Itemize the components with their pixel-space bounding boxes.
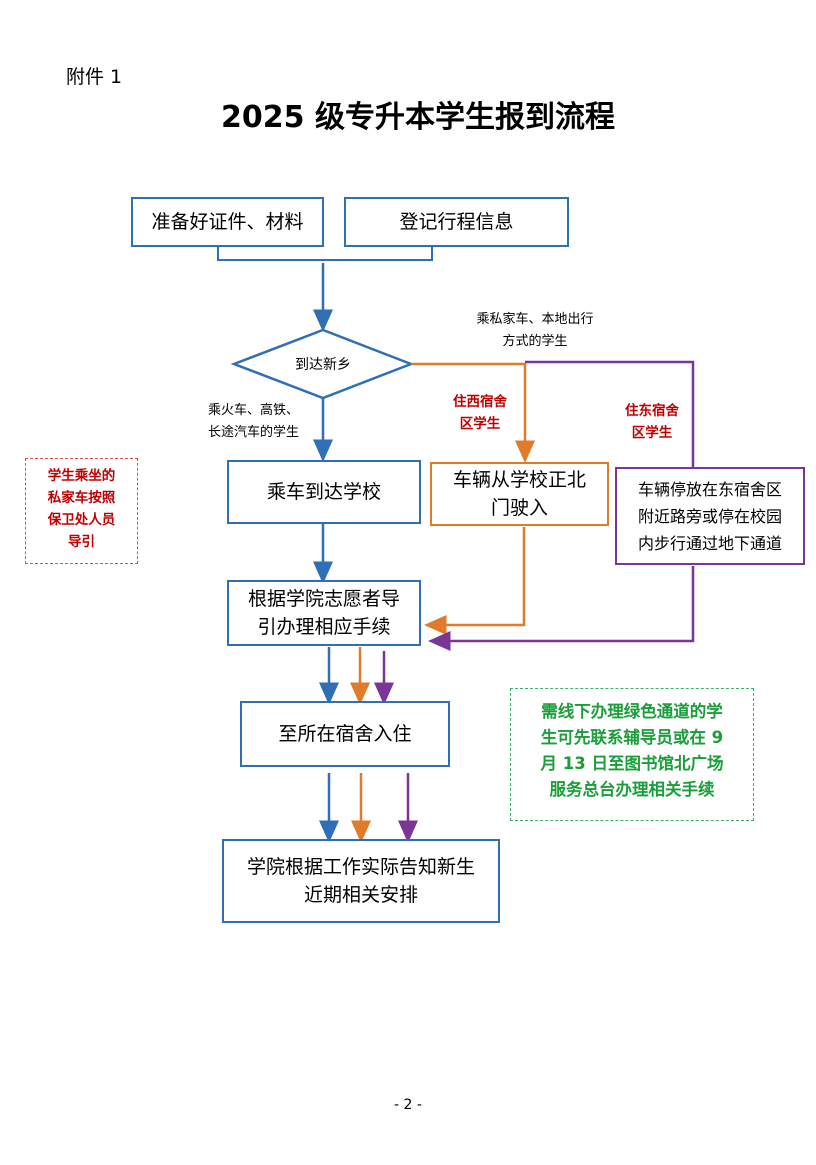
final-arrangement-box: 学院根据工作实际告知新生 近期相关安排 [222,839,500,923]
arrive-label: 到达新乡 [295,357,351,373]
register-itinerary-box: 登记行程信息 [344,197,569,247]
annex-label: 附件 1 [66,66,123,88]
page-number: - 2 - [394,1097,422,1113]
private-car-guide-note: 学生乘坐的 私家车按照 保卫处人员 导引 [25,458,138,564]
east-dorm-label: 住东宿舍 区学生 [625,403,679,441]
page-title: 2025 级专升本学生报到流程 [221,100,615,135]
dorm-checkin-box: 至所在宿舍入住 [240,701,450,767]
private-car-label: 乘私家车、本地出行 方式的学生 [476,312,594,349]
prepare-documents-box: 准备好证件、材料 [131,197,324,247]
west-dorm-label: 住西宿舍 区学生 [453,394,507,432]
train-label: 乘火车、高铁、 长途汽车的学生 [207,403,299,440]
green-channel-note: 需线下办理绿色通道的学 生可先联系辅导员或在 9 月 13 日至图书馆北广场 服… [510,688,754,821]
west-entry-box: 车辆从学校正北 门驶入 [430,462,609,526]
volunteer-guide-box: 根据学院志愿者导 引办理相应手续 [227,580,421,646]
bus-to-school-box: 乘车到达学校 [227,460,421,524]
east-parking-box: 车辆停放在东宿舍区 附近路旁或停在校园 内步行通过地下通道 [615,467,805,565]
